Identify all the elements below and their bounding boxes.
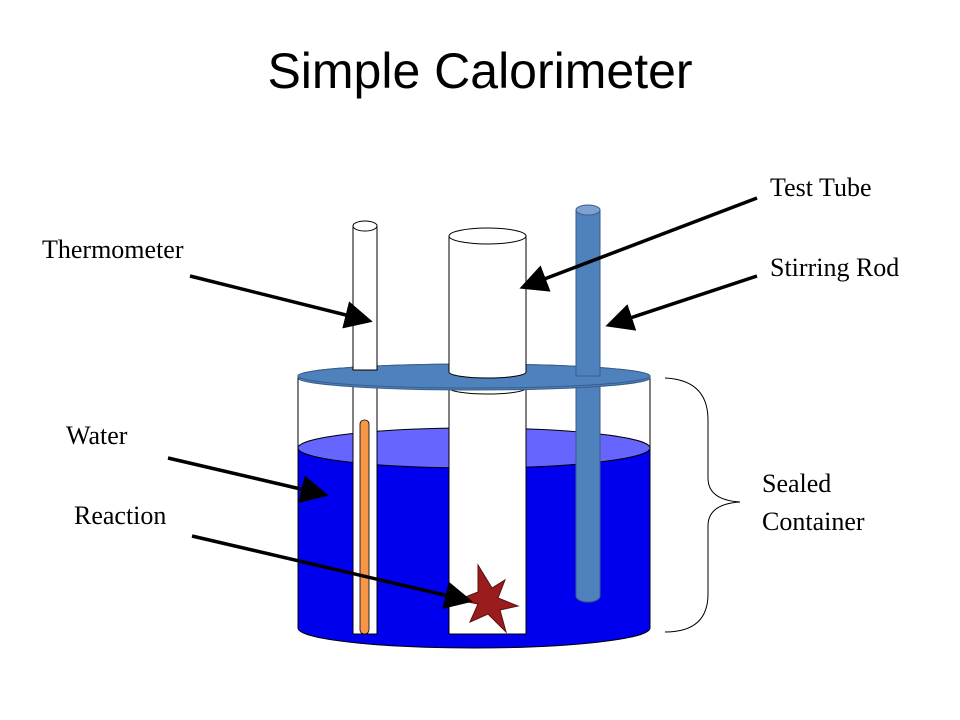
reaction-arrow (191, 534, 473, 609)
label-sealed-container-line1: Sealed (762, 469, 832, 498)
label-test-tube: Test Tube (770, 173, 872, 202)
label-reaction: Reaction (74, 501, 167, 530)
label-water: Water (66, 421, 128, 450)
stirring-rod-upper (575, 204, 601, 377)
sealed-container-brace (664, 377, 741, 633)
test-tube-upper (448, 227, 527, 379)
water-arrow (167, 456, 329, 503)
thermometer-liquid (359, 419, 370, 635)
label-thermometer: Thermometer (42, 235, 184, 264)
test-tube-arrow (519, 196, 758, 292)
stirring-rod-arrow (605, 274, 758, 331)
thermometer-arrow (189, 274, 373, 329)
thermometer-upper (352, 220, 378, 371)
page-title: Simple Calorimeter (267, 43, 693, 99)
stirring-rod-lower (575, 385, 601, 603)
label-stirring-rod: Stirring Rod (770, 253, 900, 282)
thermometer (352, 385, 378, 635)
label-sealed-container-line2: Container (762, 507, 865, 536)
